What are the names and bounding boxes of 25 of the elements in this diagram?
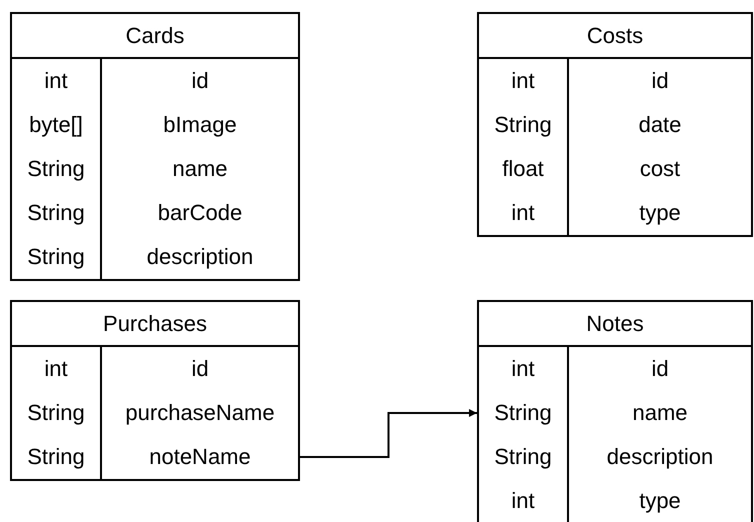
type-cell: String: [12, 435, 102, 479]
field-cell-text: bImage: [162, 111, 238, 139]
field-cell-text: id: [190, 355, 210, 383]
field-cell-text: date: [638, 111, 682, 139]
field-cell-text: barCode: [156, 199, 244, 227]
table-box: [477, 300, 753, 522]
field-cell-text: description: [146, 243, 254, 271]
field-cell-text: purchaseName: [124, 399, 276, 427]
field-cell-text: type: [638, 487, 682, 515]
field-cell-text: id: [650, 67, 670, 95]
field-cell-text: cost: [638, 155, 682, 183]
field-cell-text: description: [606, 443, 714, 471]
field-cell-text: name: [171, 155, 229, 183]
table-box: [10, 300, 300, 481]
table-box: [10, 12, 300, 281]
field-cell-text: id: [190, 67, 210, 95]
field-cell-text: noteName: [148, 443, 252, 471]
field-cell-text: type: [638, 199, 682, 227]
type-cell: int: [479, 191, 569, 235]
arrow: [300, 409, 477, 458]
table-box: [477, 12, 753, 237]
type-cell: String: [12, 235, 102, 279]
field-cell-text: name: [631, 399, 689, 427]
field-cell-text: id: [650, 355, 670, 383]
type-cell: int: [479, 479, 569, 522]
